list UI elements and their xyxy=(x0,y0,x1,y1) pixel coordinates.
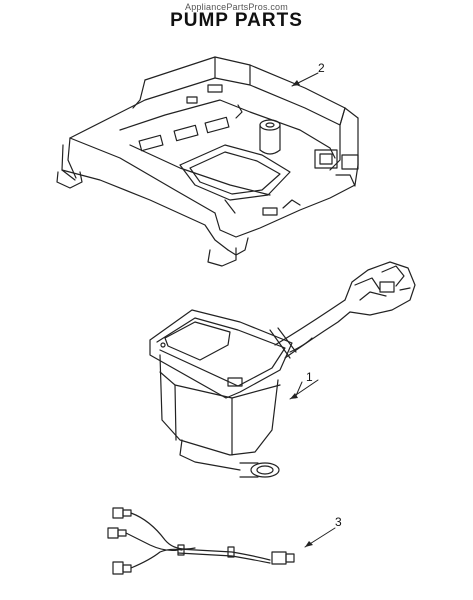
tray-housing-icon[interactable] xyxy=(56,56,359,267)
callout-number-2: 2 xyxy=(318,61,325,75)
diagram-title: PUMP PARTS xyxy=(170,10,303,31)
wire-harness-icon[interactable] xyxy=(107,507,295,575)
callout-1[interactable]: 1 xyxy=(289,370,319,400)
callout-number-3: 3 xyxy=(335,515,342,529)
watermark-text: AppliancePartsPros.com xyxy=(185,2,288,12)
callout-3[interactable]: 3 xyxy=(304,515,342,548)
callout-number-1: 1 xyxy=(306,370,313,384)
pump-icon[interactable] xyxy=(149,261,416,478)
callout-2[interactable]: 2 xyxy=(291,61,325,87)
